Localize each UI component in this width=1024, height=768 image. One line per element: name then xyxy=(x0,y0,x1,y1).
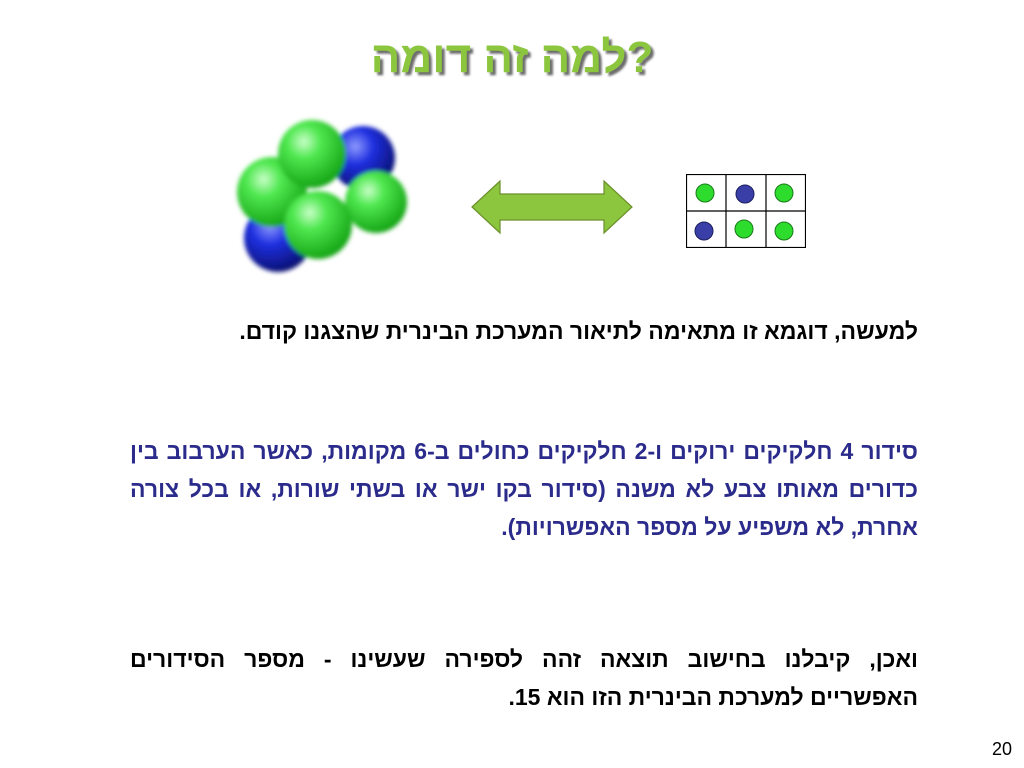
paragraph-conclusion: ואכן, קיבלנו בחישוב תוצאה זהה לספירה שעש… xyxy=(130,646,918,710)
grid-blue-particle xyxy=(694,221,714,241)
particle-cluster-illustration xyxy=(237,120,407,272)
paragraph-intro: למעשה, דוגמא זו מתאימה לתיאור המערכת הבי… xyxy=(239,318,918,344)
paragraph-arrangement: סידור 4 חלקיקים ירוקים ו-2 חלקיקים כחולי… xyxy=(130,438,918,540)
particle-grid-illustration xyxy=(686,174,806,248)
grid-green-particle xyxy=(774,221,794,241)
grid-blue-particle xyxy=(735,184,755,204)
cluster-green-particle xyxy=(278,120,346,188)
grid-green-particle xyxy=(695,183,715,203)
grid-green-particle xyxy=(774,183,794,203)
cluster-green-particle xyxy=(284,191,352,259)
cluster-green-particle xyxy=(345,171,407,233)
page-number: 20 xyxy=(991,739,1012,759)
double-arrow-icon xyxy=(471,179,633,235)
grid-green-particle xyxy=(734,219,754,239)
slide-title: ?למה זה דומה xyxy=(370,33,654,82)
